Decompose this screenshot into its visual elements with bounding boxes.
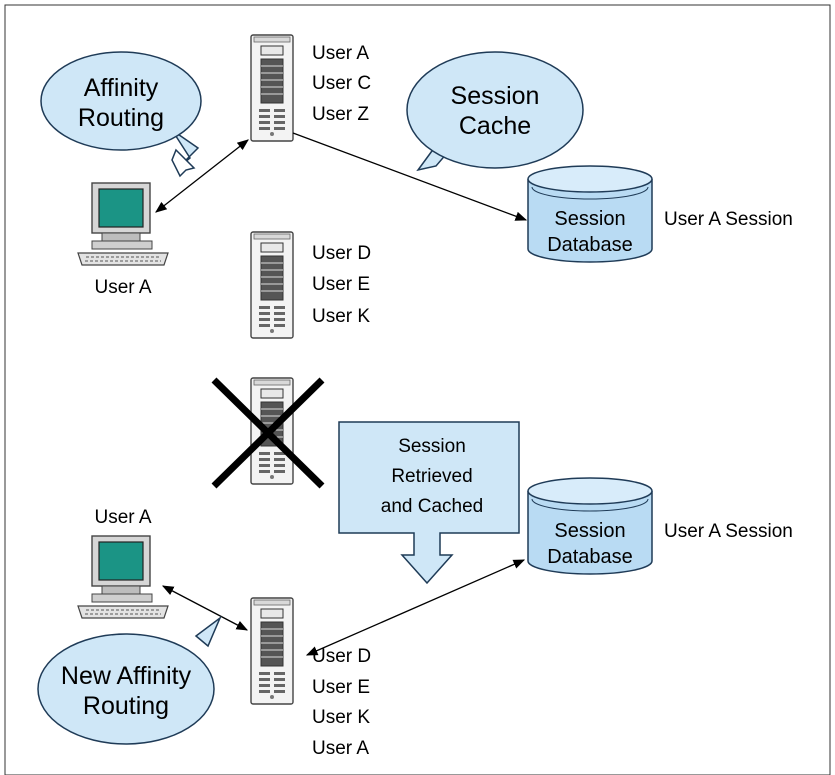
new-affinity-connection-arrow <box>161 585 249 631</box>
new-affinity-line2: Routing <box>83 692 169 720</box>
affinity-routing-bubble: Affinity Routing <box>40 51 202 178</box>
new-server-user-4: User A <box>312 738 369 759</box>
server1-user-2: User C <box>312 73 371 94</box>
top-db-label-2: Database <box>547 234 633 256</box>
new-server-user-2: User E <box>312 677 370 698</box>
session-cache-bubble: Session Cache <box>406 51 584 172</box>
new-server-user-3: User K <box>312 707 370 728</box>
server-tower-icon <box>250 34 294 142</box>
affinity-connection-arrow <box>155 139 249 213</box>
new-affinity-routing-bubble: New Affinity Routing <box>37 615 222 745</box>
session-retrieved-callout: Session Retrieved and Cached <box>338 421 520 585</box>
affinity-routing-line1: Affinity <box>84 74 159 102</box>
top-client-label: User A <box>94 277 151 298</box>
server1-user-1: User A <box>312 43 369 64</box>
retrieved-line3: and Cached <box>381 496 483 517</box>
server2-user-3: User K <box>312 306 370 327</box>
server2-user-1: User D <box>312 243 371 264</box>
bottom-db-label-2: Database <box>547 546 633 568</box>
server-tower-icon <box>250 597 294 705</box>
session-write-arrow <box>292 132 528 221</box>
server2-user-2: User E <box>312 274 370 295</box>
session-cache-line2: Cache <box>459 112 531 140</box>
top-db-label-1: Session <box>554 208 625 230</box>
database-cylinder-icon: Session Database <box>527 165 653 263</box>
server-tower-icon <box>250 231 294 339</box>
bottom-db-label-1: Session <box>554 520 625 542</box>
x-cross-icon <box>211 377 325 489</box>
retrieved-line1: Session <box>398 436 466 457</box>
server1-user-3: User Z <box>312 104 369 125</box>
session-cache-line1: Session <box>451 82 540 110</box>
retrieved-line2: Retrieved <box>391 466 472 487</box>
new-affinity-line1: New Affinity <box>61 662 192 690</box>
bottom-client-label: User A <box>94 507 151 528</box>
session-retrieve-arrow <box>305 559 526 656</box>
database-cylinder-icon: Session Database <box>527 477 653 575</box>
top-db-side-label: User A Session <box>664 209 793 230</box>
bottom-db-side-label: User A Session <box>664 521 793 542</box>
affinity-routing-line2: Routing <box>78 104 164 132</box>
